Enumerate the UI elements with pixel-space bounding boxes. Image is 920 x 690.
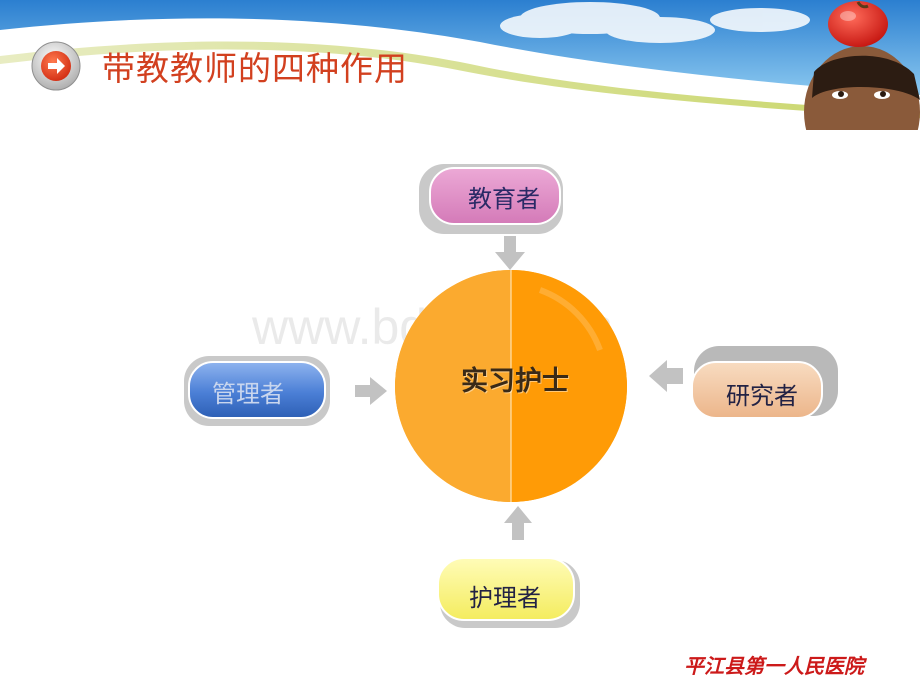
role-label-left: 管理者 bbox=[212, 380, 284, 408]
footer-hospital-name: 平江县第一人民医院 bbox=[684, 654, 864, 678]
role-box-left bbox=[184, 356, 330, 426]
role-label-right: 研究者 bbox=[726, 382, 798, 410]
header-banner bbox=[0, 0, 920, 130]
role-box-right bbox=[691, 346, 838, 419]
role-box-bottom bbox=[437, 557, 580, 628]
role-label-bottom: 护理者 bbox=[469, 584, 541, 612]
center-node bbox=[395, 270, 627, 502]
arrow-up-icon bbox=[504, 506, 532, 540]
role-box-top bbox=[419, 164, 563, 234]
arrow-right-connector-icon bbox=[355, 377, 387, 405]
arrow-right-icon bbox=[31, 41, 81, 91]
arrow-down-icon bbox=[495, 236, 525, 270]
center-label: 实习护士 bbox=[461, 366, 569, 397]
slide-title: 带教教师的四种作用 bbox=[102, 49, 408, 88]
role-label-top: 教育者 bbox=[468, 185, 540, 213]
arrow-left-connector-icon bbox=[649, 360, 683, 392]
